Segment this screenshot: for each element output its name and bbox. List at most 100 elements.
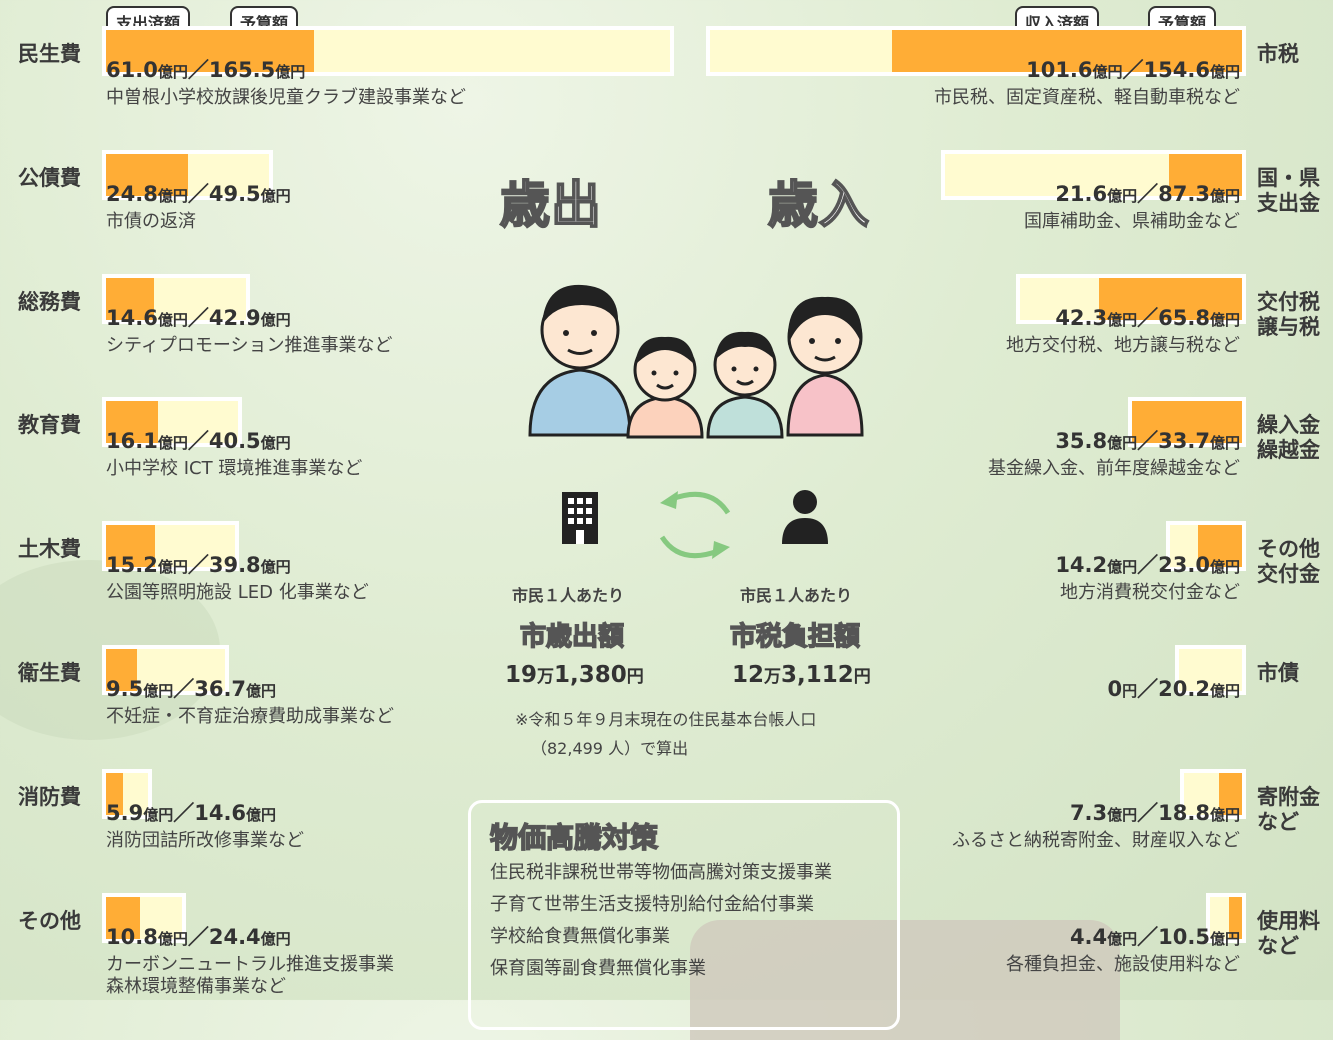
oku-unit: 億円 <box>1107 930 1138 948</box>
spend-per-capita-title: 市歳出額 <box>519 621 625 653</box>
separator: ／ <box>1137 677 1159 701</box>
measures-item: 住民税非課税世帯等物価高騰対策支援事業 <box>490 862 832 883</box>
oku-unit: 億円 <box>260 311 291 329</box>
spent-fill <box>106 278 154 320</box>
revenue-category: 交付税譲与税 <box>1257 290 1320 340</box>
measures-item: 子育て世帯生活支援特別給付金給付事業 <box>490 894 814 915</box>
spent-fill <box>106 154 188 196</box>
spent-fill <box>106 30 314 72</box>
revenue-category: 繰入金繰越金 <box>1257 413 1320 463</box>
revenue-note: 地方交付税、地方譲与税など <box>1006 335 1240 356</box>
revenue-category: 市税 <box>1257 42 1299 67</box>
budget-value: 165.5 <box>208 58 276 82</box>
tax-man: 12 <box>732 662 765 688</box>
oku-unit: 億円 <box>143 806 174 824</box>
population-note-line1: ※令和５年９月末現在の住民基本台帳人口 <box>515 710 817 729</box>
revenue-amount: 4.4億円／10.5億円 <box>1070 921 1240 951</box>
measures-item: 学校給食費無償化事業 <box>490 926 670 947</box>
expenditure-note-line: 消防団詰所改修事業など <box>106 830 304 851</box>
expenditure-note-line: 小中学校 ICT 環境推進事業など <box>106 458 363 479</box>
revenue-category-line: 譲与税 <box>1257 315 1320 340</box>
oku-unit: 億円 <box>1107 187 1138 205</box>
received-fill <box>1219 773 1242 815</box>
revenue-note: 市民税、固定資産税、軽自動車税など <box>934 87 1240 108</box>
separator: ／ <box>1137 801 1159 825</box>
separator: ／ <box>1137 925 1159 949</box>
revenue-category-line: 交付金 <box>1257 562 1320 587</box>
spent-fill <box>106 649 137 691</box>
oku-unit: 億円 <box>246 806 277 824</box>
oku-unit: 億円 <box>1209 806 1240 824</box>
received-value: 14.2 <box>1055 553 1108 577</box>
separator: ／ <box>187 182 209 206</box>
revenue-amount: 14.2億円／23.0億円 <box>1055 549 1240 579</box>
revenue-category-line: その他 <box>1257 537 1320 561</box>
expenditure-category: 土木費 <box>18 537 81 561</box>
revenue-category-line: 交付税 <box>1257 290 1320 314</box>
budget-value: 154.6 <box>1143 58 1210 82</box>
tax-per-capita-value: 12万3,112円 <box>732 662 871 688</box>
separator: ／ <box>187 306 209 330</box>
budget-bar <box>706 26 1246 76</box>
received-value: 0 <box>1107 677 1123 701</box>
revenue-category-line: 市税 <box>1257 42 1299 66</box>
spent-value: 14.6 <box>106 306 158 330</box>
expenditure-category: 衛生費 <box>18 661 81 685</box>
oku-unit: 億円 <box>157 187 188 205</box>
oku-unit: 億円 <box>260 434 291 452</box>
family-icon <box>528 284 864 439</box>
expenditure-note: 消防団詰所改修事業など <box>106 830 304 852</box>
oku-unit: 億円 <box>157 558 188 576</box>
revenue-category: 使用料など <box>1257 909 1320 959</box>
separator: ／ <box>187 553 209 577</box>
received-fill <box>1099 278 1242 320</box>
received-fill <box>892 30 1242 72</box>
expenditure-category: 民生費 <box>18 42 81 66</box>
expenditure-note: 不妊症・不育症治療費助成事業など <box>106 706 394 728</box>
budget-bar <box>102 274 250 324</box>
yen-unit: 円 <box>626 667 644 687</box>
expenditure-note-line: 森林環境整備事業など <box>106 975 286 997</box>
revenue-category: 市債 <box>1257 661 1299 686</box>
oku-unit: 億円 <box>1209 558 1240 576</box>
revenue-note: 国庫補助金、県補助金など <box>1024 211 1240 232</box>
revenue-category-line: 国・県 <box>1257 166 1320 190</box>
budget-bar <box>1180 769 1246 819</box>
revenue-amount: 35.8億円／33.7億円 <box>1055 425 1240 455</box>
exchange-arrows-icon <box>659 491 731 559</box>
oku-unit: 億円 <box>260 187 291 205</box>
expenditure-amount: 16.1億円／40.5億円 <box>106 425 291 455</box>
oku-unit: 億円 <box>1209 311 1240 329</box>
separator: ／ <box>173 677 195 701</box>
budget-value: 14.6 <box>194 801 247 825</box>
revenue-category-line: など <box>1257 810 1299 835</box>
oku-unit: 億円 <box>1107 311 1138 329</box>
oku-unit: 億円 <box>157 311 188 329</box>
received-value: 7.3 <box>1069 801 1108 825</box>
spent-value: 5.9 <box>106 801 144 825</box>
spent-fill <box>106 897 140 939</box>
budget-value: 18.8 <box>1158 801 1210 825</box>
tax-per-capita-title: 市税負担額 <box>729 621 861 653</box>
budget-value: 23.0 <box>1158 553 1210 577</box>
per-capita-label: 市民１人あたり <box>512 586 625 605</box>
budget-value: 49.5 <box>208 182 261 206</box>
measures-list: 住民税非課税世帯等物価高騰対策支援事業 子育て世帯生活支援特別給付金給付事業 学… <box>490 857 832 985</box>
man-unit: 万 <box>764 667 782 687</box>
spend-rest: 1,380 <box>554 662 627 688</box>
separator: ／ <box>173 801 195 825</box>
expenditure-note: 市債の返済 <box>106 211 196 233</box>
separator: ／ <box>187 58 209 82</box>
revenue-note: ふるさと納税寄附金、財産収入など <box>952 830 1240 851</box>
person-icon <box>782 490 828 544</box>
received-value: 35.8 <box>1055 429 1108 453</box>
separator: ／ <box>187 429 209 453</box>
budget-bar <box>102 893 186 943</box>
received-fill <box>1228 897 1242 939</box>
oku-unit: 億円 <box>260 558 291 576</box>
expenditure-amount: 15.2億円／39.8億円 <box>106 549 291 579</box>
expenditure-note: 小中学校 ICT 環境推進事業など <box>106 458 362 480</box>
spend-man: 19 <box>505 662 538 688</box>
building-icon <box>562 492 598 544</box>
oku-unit: 億円 <box>1209 682 1240 700</box>
